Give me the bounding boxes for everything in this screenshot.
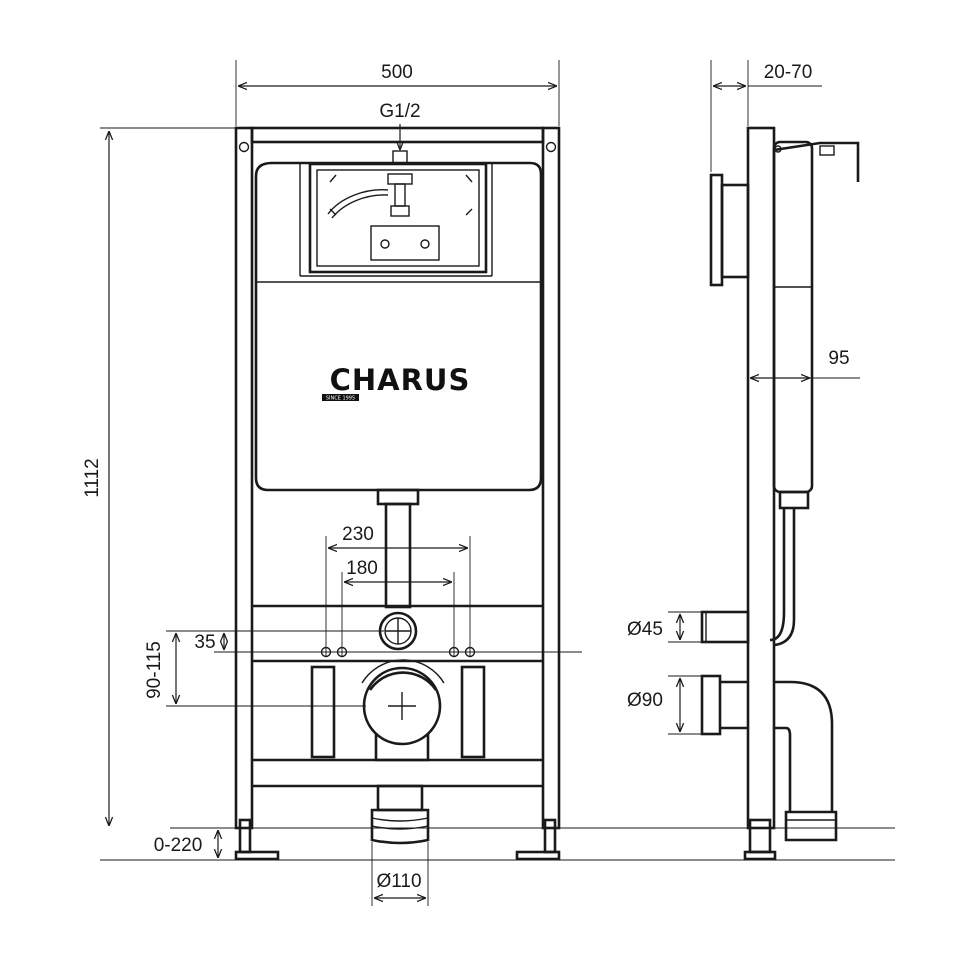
dim-spacing-inner: 180	[346, 558, 378, 579]
brand-logo: CHARUS	[330, 363, 471, 397]
front-plate	[709, 173, 724, 287]
side-view	[700, 126, 860, 861]
dim-inlet: G1/2	[379, 101, 420, 122]
cistern-tank	[254, 161, 543, 492]
drain-pipe	[370, 808, 430, 845]
dim-height: 1112	[82, 458, 103, 497]
dim-flush-pipe: Ø45	[627, 619, 663, 640]
side-tank	[772, 140, 814, 494]
mount-hole-left	[238, 141, 250, 153]
brand-tagline: SINCE 1995	[326, 396, 355, 402]
dim-drain-height: 90-115	[144, 641, 165, 699]
mount-hole-right	[545, 141, 557, 153]
service-opening	[308, 162, 488, 274]
right-upright	[541, 126, 561, 830]
top-rail	[250, 126, 545, 144]
foot-right	[515, 850, 561, 861]
inlet-connector	[392, 150, 408, 164]
dim-spacing-outer: 230	[342, 524, 374, 545]
dim-leg-adjust: 0-220	[154, 835, 203, 856]
foot-left	[234, 850, 280, 861]
dim-waste-pipe: Ø90	[627, 690, 663, 711]
wall-bracket	[773, 141, 860, 182]
left-upright	[234, 126, 254, 830]
side-foot	[743, 850, 777, 861]
flush-pipe	[384, 502, 412, 609]
flush-pipe-side	[700, 610, 750, 644]
waste-elbow	[774, 680, 834, 812]
side-frame	[746, 126, 776, 830]
dim-width: 500	[381, 62, 413, 83]
dim-drain-pipe: Ø110	[376, 871, 421, 892]
dim-bolt-offset: 35	[194, 632, 215, 653]
flush-valve	[370, 225, 440, 261]
dim-mount-offset: 20-70	[764, 62, 813, 83]
dim-tank-depth: 95	[828, 348, 849, 369]
front-view: CHARUS SINCE 1995	[234, 126, 561, 861]
